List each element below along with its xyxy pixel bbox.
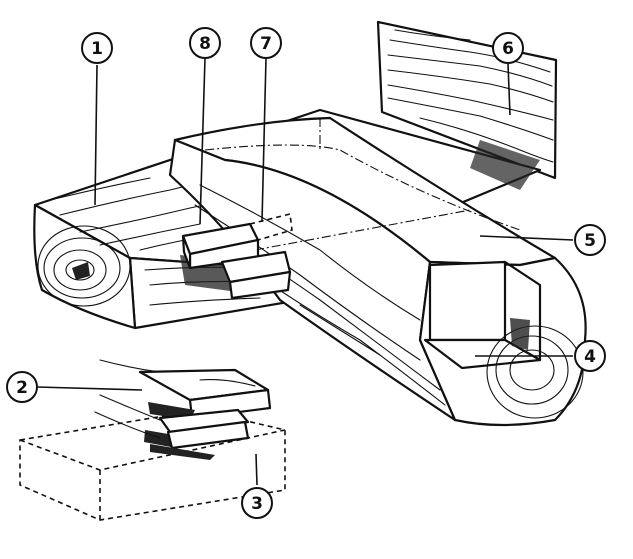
callout-label-3: 3	[251, 494, 263, 514]
curved-beam	[168, 116, 587, 427]
callout-7: 7	[250, 27, 282, 59]
callout-5: 5	[574, 224, 606, 256]
callout-4: 4	[574, 340, 606, 372]
callout-8: 8	[189, 27, 221, 59]
callout-label-7: 7	[260, 34, 272, 54]
callout-label-8: 8	[199, 34, 211, 54]
callout-1: 1	[81, 32, 113, 64]
leader-lines	[36, 57, 574, 486]
end-grain-right	[486, 318, 584, 419]
callout-label-4: 4	[584, 347, 596, 367]
callout-label-5: 5	[584, 231, 596, 251]
end-grain-left	[37, 225, 131, 307]
callout-label-6: 6	[502, 39, 514, 59]
callout-3: 3	[241, 487, 273, 519]
exploded-parts	[19, 359, 286, 521]
callout-2: 2	[6, 371, 38, 403]
callout-label-2: 2	[16, 378, 28, 398]
callout-6: 6	[492, 32, 524, 64]
callout-label-1: 1	[91, 39, 103, 59]
tenon-blocks	[181, 213, 293, 300]
